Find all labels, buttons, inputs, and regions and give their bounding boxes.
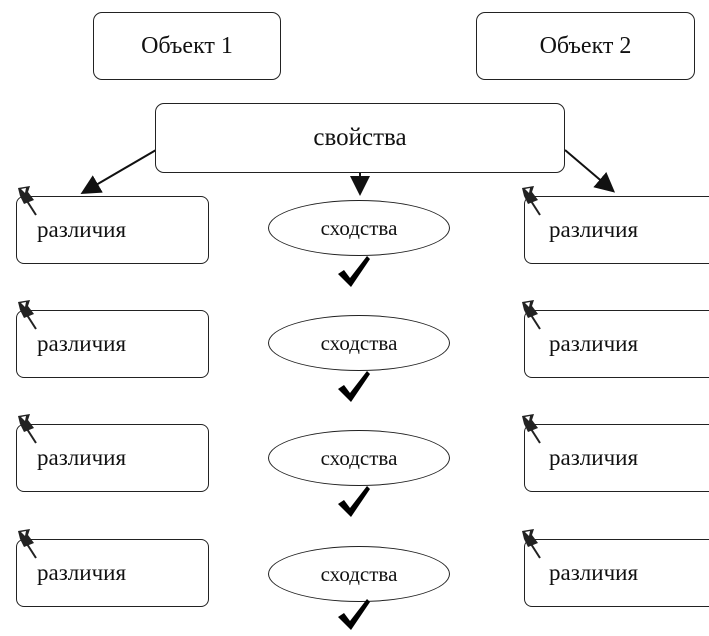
object-1-label: Объект 1 bbox=[141, 32, 233, 59]
difference-label: различия bbox=[549, 217, 639, 242]
arrow-to-right-differences bbox=[564, 149, 616, 193]
pushpin-icon bbox=[516, 182, 546, 218]
similarity-ellipse: сходства bbox=[268, 315, 450, 371]
difference-label: различия bbox=[549, 445, 639, 470]
pushpin-icon bbox=[12, 410, 42, 446]
similarity-label: сходства bbox=[320, 215, 398, 240]
difference-box-left: различия bbox=[16, 310, 209, 378]
checkmark-icon bbox=[336, 254, 372, 288]
difference-box-right: различия bbox=[524, 424, 709, 492]
pushpin-icon bbox=[516, 296, 546, 332]
pushpin-icon bbox=[12, 296, 42, 332]
pushpin-icon bbox=[12, 182, 42, 218]
difference-label: различия bbox=[37, 331, 127, 356]
difference-label: различия bbox=[549, 560, 639, 585]
object-1-box: Объект 1 bbox=[93, 12, 281, 80]
object-2-box: Объект 2 bbox=[476, 12, 695, 80]
object-2-label: Объект 2 bbox=[539, 32, 632, 59]
checkmark-icon bbox=[336, 597, 372, 631]
difference-label: различия bbox=[37, 217, 127, 242]
difference-box-left: различия bbox=[16, 539, 209, 607]
properties-label: свойства bbox=[313, 124, 407, 151]
properties-box: свойства bbox=[155, 103, 565, 173]
similarity-label: сходства bbox=[320, 445, 398, 470]
difference-box-right: различия bbox=[524, 539, 709, 607]
difference-box-left: различия bbox=[16, 424, 209, 492]
checkmark-icon bbox=[336, 369, 372, 403]
difference-label: различия bbox=[37, 445, 127, 470]
pushpin-icon bbox=[12, 525, 42, 561]
arrow-to-left-differences bbox=[80, 149, 157, 195]
pushpin-icon bbox=[516, 525, 546, 561]
similarity-ellipse: сходства bbox=[268, 546, 450, 602]
similarity-ellipse: сходства bbox=[268, 430, 450, 486]
difference-label: различия bbox=[37, 560, 127, 585]
similarity-label: сходства bbox=[320, 561, 398, 586]
difference-label: различия bbox=[549, 331, 639, 356]
pushpin-icon bbox=[516, 410, 546, 446]
difference-box-left: различия bbox=[16, 196, 209, 264]
difference-box-right: различия bbox=[524, 310, 709, 378]
similarity-ellipse: сходства bbox=[268, 200, 450, 256]
checkmark-icon bbox=[336, 484, 372, 518]
difference-box-right: различия bbox=[524, 196, 709, 264]
similarity-label: сходства bbox=[320, 330, 398, 355]
